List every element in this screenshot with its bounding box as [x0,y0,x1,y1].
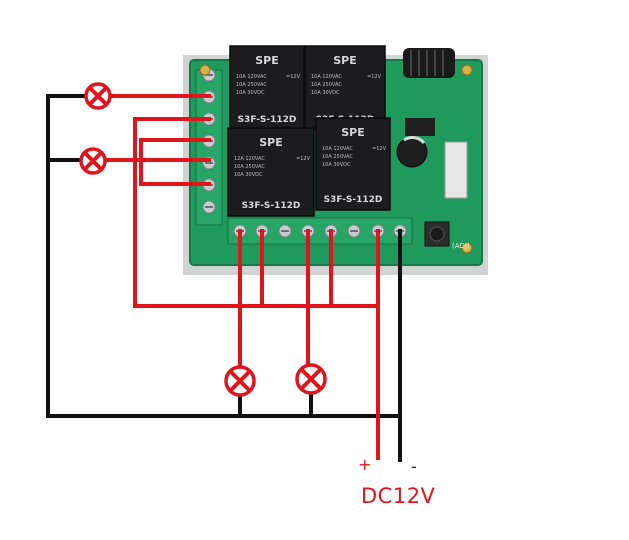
relay-case [229,45,305,131]
relay-coil: =12V [372,146,387,152]
antenna-coil [403,48,455,78]
relay-rating: 10A 30VDC [236,90,265,96]
relay-rating: 10A 120VAC [322,146,353,152]
relay-coil: =12V [367,74,382,80]
relay-brand: SPE [255,54,279,67]
relay-rating: 10A 120VAC [236,74,267,80]
relay-coil: =12V [286,74,301,80]
lamp [79,147,107,175]
relay-case [315,117,391,211]
relay-module-board: SPE 10A 120VAC 10A 250VAC 10A 30VDC =12V S3F-… [183,45,488,275]
decoder-chip [405,118,435,136]
relay-brand: SPE [341,126,365,139]
receiver-module [444,141,468,199]
relay-brand: SPE [259,136,283,149]
lamp [84,82,112,110]
relay-rating: 10A 250VAC [322,154,353,160]
negative-terminal-label: - [411,457,417,476]
lamp [295,363,327,395]
relay-rating: 10A 250VAC [311,82,342,88]
relay-coil: =12V [296,156,311,162]
relay-rating: 10A 120VAC [311,74,342,80]
relay-case [304,45,386,131]
positive-terminal-label: + [358,455,372,474]
relay-case [227,127,315,217]
relay: SPE 10A 120VAC 10A 250VAC 10A 30VDC =12V S3F-… [315,117,391,211]
relay-rating: 10A 30VDC [234,172,263,178]
relay: SPE 12A 120VAC 10A 250VAC 10A 30VDC =12V S3F-… [227,127,315,217]
mounting-hole [461,242,473,254]
relay-rating: 10A 250VAC [236,82,267,88]
capacitor [396,135,428,168]
relays: SPE 10A 120VAC 10A 250VAC 10A 30VDC =12V S3F-… [227,45,391,217]
lamp [224,365,256,397]
relay-brand: SPE [333,54,357,67]
power-supply-label: DC12V [361,484,436,508]
relay-model: S3F-S-112D [242,201,301,211]
switched-wiring [102,94,380,460]
adj-label: (ADJ) [452,242,470,250]
mounting-hole [199,64,211,76]
relay-rating: 10A 250VAC [234,164,265,170]
relay-rating: 10A 30VDC [311,90,340,96]
relay-model: S3F-S-112D [238,115,297,125]
relay-rating: 10A 30VDC [322,162,351,168]
relay-model: S3F-S-112D [324,195,383,205]
relay: SPE 10A 120VAC 10A 250VAC 10A 30VDC =12V S3F-… [229,45,305,131]
relay-rating: 12A 120VAC [234,156,265,162]
mounting-hole [461,64,473,76]
